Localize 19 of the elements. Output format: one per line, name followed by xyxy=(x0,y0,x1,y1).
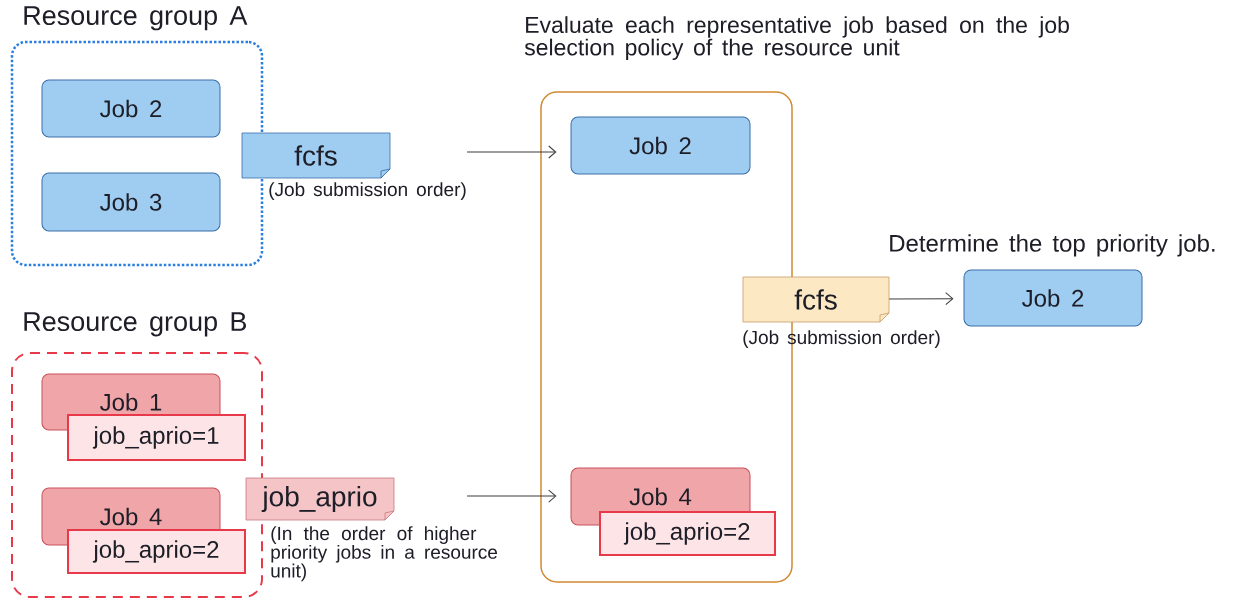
job-box: Job 2 xyxy=(963,269,1143,327)
note-text: Determine the top priority job. xyxy=(890,234,1215,257)
policy-note: job_aprio xyxy=(245,477,395,521)
priority-tag: job_aprio=1 xyxy=(67,414,246,461)
arrow xyxy=(466,489,557,503)
policy-note: fcfs xyxy=(742,276,890,323)
note-text: (In the order of higher priority jobs in a resource unit) xyxy=(271,526,498,582)
group-heading: Resource group A xyxy=(24,6,248,31)
policy-note: fcfs xyxy=(241,132,391,179)
priority-tag: job_aprio=2 xyxy=(599,511,776,556)
job-box: Job 2 xyxy=(570,116,751,175)
group-heading: Evaluate each representative job based on the job selection policy of the resource unit xyxy=(524,16,1069,61)
arrow xyxy=(888,292,954,306)
job-box: Job 2 xyxy=(41,79,221,138)
priority-tag: job_aprio=2 xyxy=(67,529,246,574)
arrow xyxy=(466,145,557,159)
job-box: Job 3 xyxy=(41,172,221,232)
note-text: (Job submission order) xyxy=(269,182,466,200)
group-heading: Resource group B xyxy=(24,312,246,337)
